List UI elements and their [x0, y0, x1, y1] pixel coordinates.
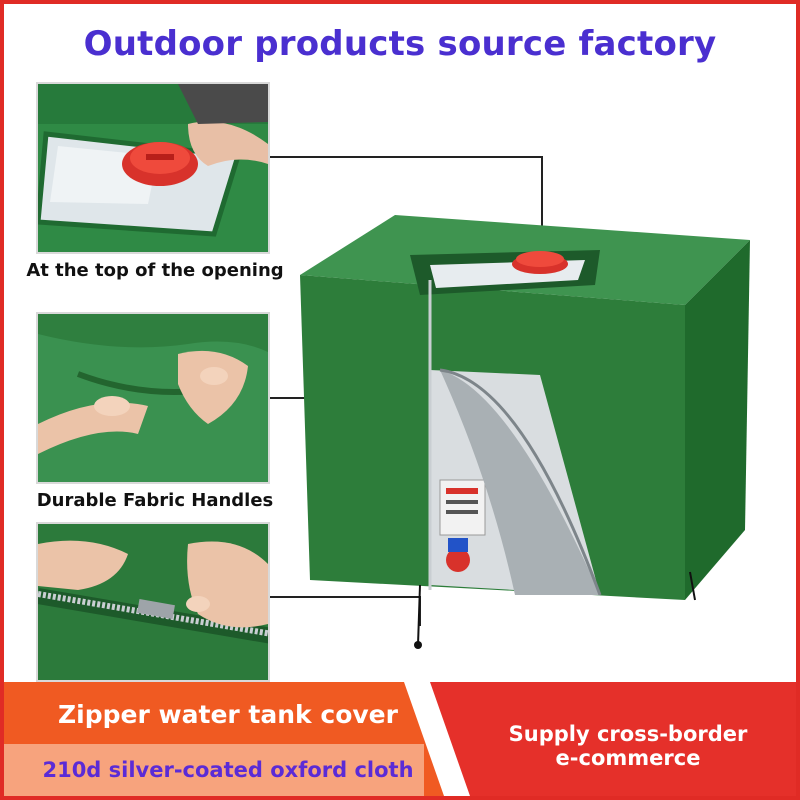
supply-line-2: e-commerce: [555, 746, 701, 770]
feature-caption-top-opening: At the top of the opening: [26, 260, 284, 281]
leader-line-top-drop: [541, 156, 543, 260]
supply-text: Supply cross-border e-commerce: [478, 722, 778, 770]
water-tank-cover-illustration: [300, 215, 750, 649]
leader-line-zipper: [270, 596, 420, 598]
leader-line-top: [270, 156, 542, 158]
feature-photo-fabric-handles: [36, 312, 270, 484]
feature-caption-fabric-handles: Durable Fabric Handles: [36, 490, 274, 511]
banner-right-background: [430, 682, 796, 796]
material-description: 210d silver-coated oxford cloth: [42, 758, 414, 782]
feature-photo-zipper: [36, 522, 270, 682]
headline: Outdoor products source factory: [83, 24, 717, 64]
supply-line-1: Supply cross-border: [508, 722, 748, 746]
feature-photo-top-opening: [36, 82, 270, 254]
banner-left-background: [4, 682, 444, 796]
product-name: Zipper water tank cover: [58, 700, 398, 729]
tank-valve-icon: [446, 548, 470, 572]
